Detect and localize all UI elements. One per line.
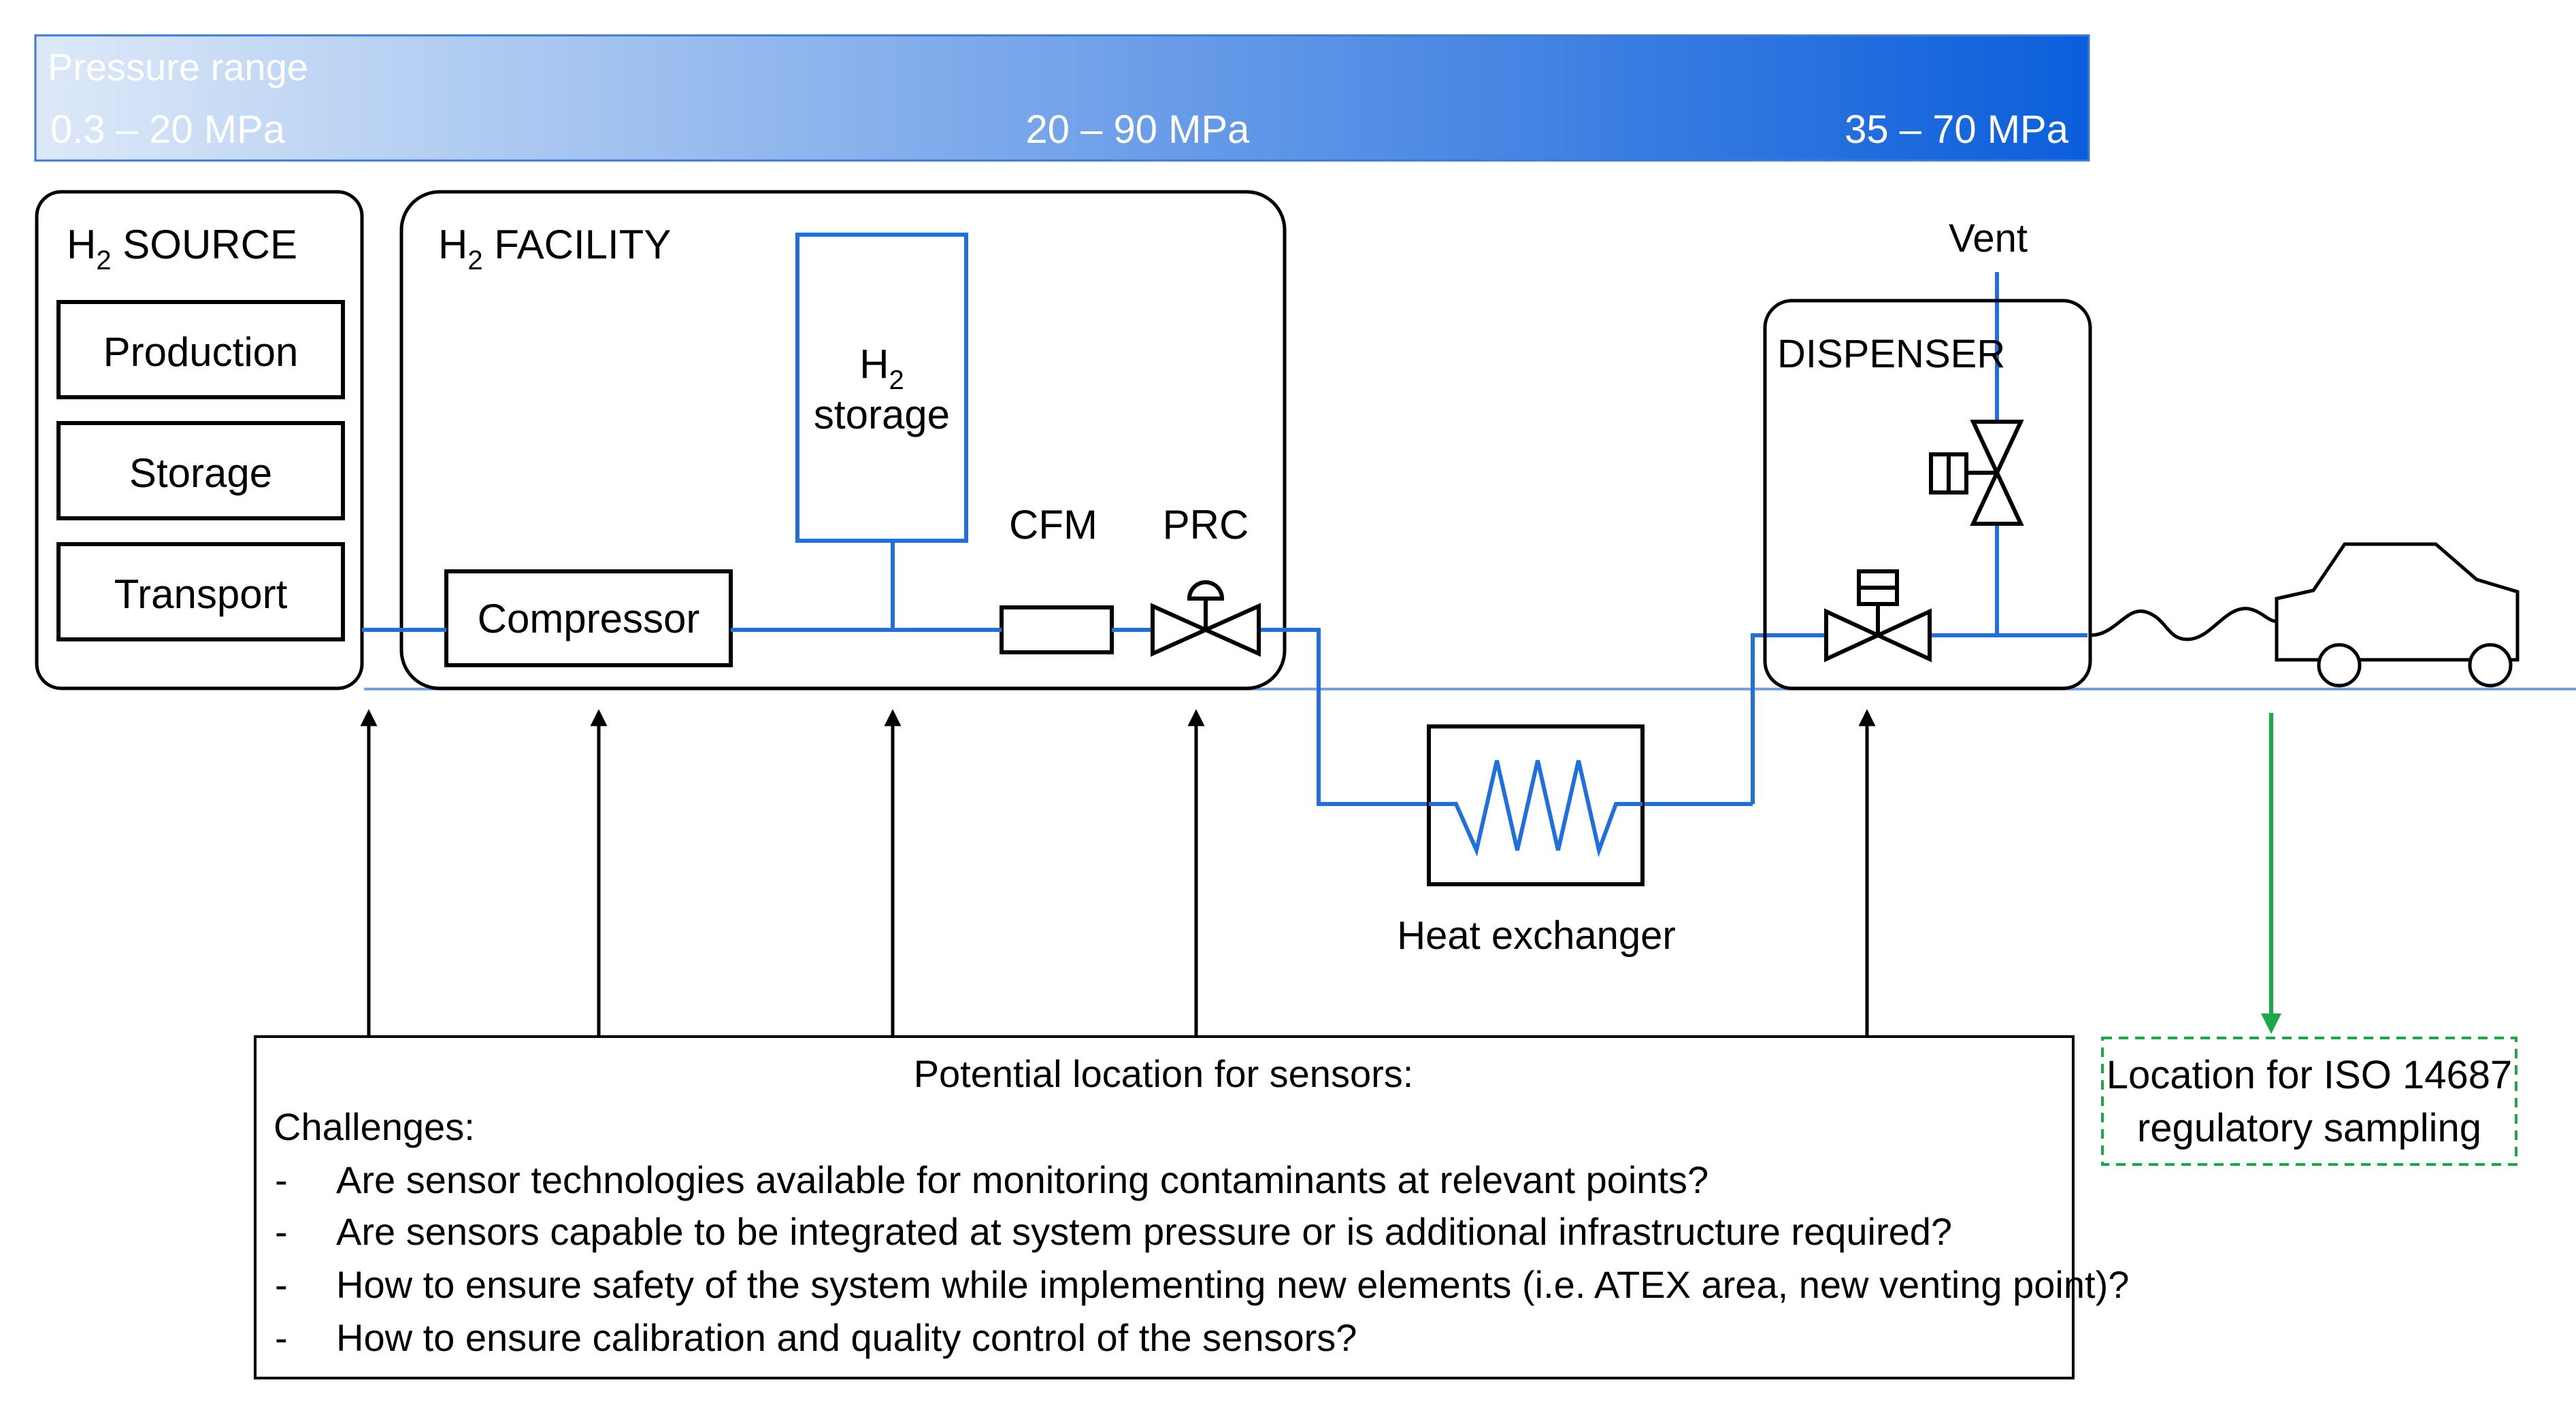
heat-exchanger-coil [1429,760,1642,858]
challenge-item: How to ensure calibration and quality co… [336,1316,1357,1359]
source-storage-label: Storage [129,450,272,496]
challenges-heading: Challenges: [274,1105,475,1148]
challenge-bullet: - [275,1263,288,1306]
hydrogen-pipeline [362,272,2087,806]
cfm-label: CFM [1009,502,1097,548]
challenge-bullet: - [275,1158,288,1201]
pressure-range-dispenser: 35 – 70 MPa [1845,107,2069,152]
sensor-box-title: Potential location for sensors: [914,1052,1414,1095]
pressure-range-title: Pressure range [48,46,308,88]
prc-valve-icon [1151,580,1261,657]
cfm-meter [1000,605,1114,654]
h2-source-title: H2 SOURCE [67,222,297,275]
heat-exchanger-label: Heat exchanger [1397,913,1675,958]
fuel-hose [2090,607,2285,641]
challenge-bullet: - [275,1210,288,1253]
iso-sampling-box: Location for ISO 14687 regulatory sampli… [2101,1037,2517,1166]
sensor-arrows [360,709,1876,1035]
vent-valve-icon [1929,420,2024,526]
source-storage-box [56,421,345,520]
iso-line-2: regulatory sampling [2137,1106,2481,1150]
h2-storage-label-line2: storage [814,392,950,437]
dispenser-control-valve-icon [1824,569,1932,663]
vent-label: Vent [1949,216,2028,261]
dispenser-block: DISPENSER Vent [1763,216,2092,690]
iso-line-1: Location for ISO 14687 [2107,1053,2513,1097]
challenge-bullet: - [275,1316,288,1359]
dispenser-title: DISPENSER [1777,332,2005,376]
source-transport-label: Transport [114,571,288,617]
challenge-item: Are sensors capable to be integrated at … [336,1210,1952,1253]
source-production-label: Production [103,329,299,375]
prc-label: PRC [1163,502,1249,548]
challenge-item: How to ensure safety of the system while… [336,1263,2129,1306]
h2-facility-block: H2 FACILITY H2 storage Compressor CFM PR… [399,190,1287,690]
h2-storage-tank [795,233,968,543]
compressor-box [444,569,733,667]
source-transport-box [56,542,345,641]
h2-source-block: H2 SOURCE Production Storage Transport [35,190,364,690]
pressure-range-bar: Pressure range 0.3 – 20 MPa 20 – 90 MPa … [34,34,2090,162]
heat-exchanger-unit: Heat exchanger [1397,724,1676,958]
compressor-label: Compressor [478,596,700,641]
sensor-challenges-box: Potential location for sensors: Challeng… [254,1035,2129,1379]
pressure-range-facility: 20 – 90 MPa [1026,107,1251,152]
h2-storage-label-line1: H2 [859,341,904,395]
source-production-box [56,300,345,399]
challenge-item: Are sensor technologies available for mo… [336,1158,1708,1201]
vehicle-icon [2275,542,2520,688]
pressure-range-source: 0.3 – 20 MPa [50,107,286,152]
h2-facility-title: H2 FACILITY [438,222,671,275]
